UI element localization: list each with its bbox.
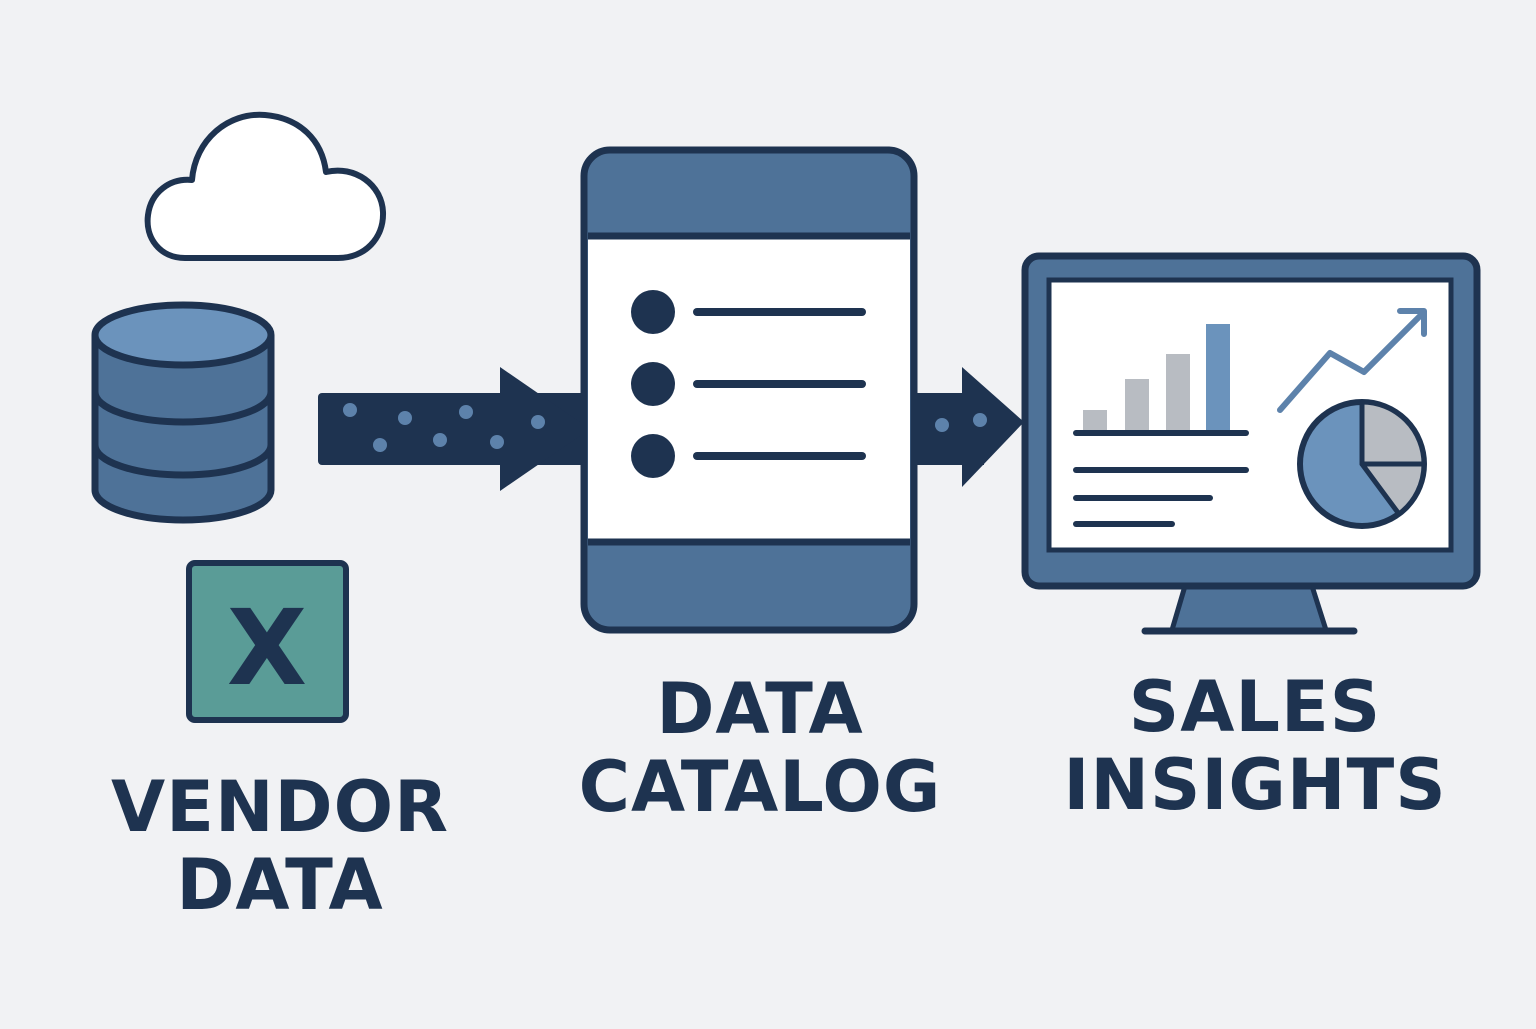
report-text-lines: [1073, 467, 1249, 527]
monitor-dashboard-icon: [1021, 252, 1481, 635]
catalog-entry: [631, 434, 866, 478]
vendor-label-line2: DATA: [176, 844, 384, 927]
vendor-data-label: VENDOR DATA: [60, 768, 500, 925]
catalog-entry: [631, 362, 866, 406]
data-particle-dots: [343, 403, 545, 452]
sales-insights-label: SALES INSIGHTS: [1030, 668, 1480, 825]
flow-arrow-catalog-to-insights: [914, 367, 1024, 487]
sales-label-line1: SALES: [1128, 666, 1382, 748]
excel-letter: X: [227, 587, 307, 709]
catalog-label-line2: CATALOG: [578, 746, 942, 829]
catalog-label-line1: DATA: [656, 668, 864, 750]
cloud-icon: [144, 111, 387, 261]
excel-icon: X: [186, 560, 349, 723]
catalog-entry: [631, 290, 866, 334]
database-icon: [91, 301, 275, 524]
pie-chart-graphic: [1297, 399, 1427, 529]
flow-arrow-vendor-to-catalog: [318, 367, 590, 491]
bar-chart-graphic: [1073, 324, 1249, 436]
trend-up-arrow-icon: [1277, 308, 1427, 413]
catalog-list-icon: [580, 146, 918, 634]
data-particle-dots: [935, 413, 987, 432]
data-catalog-label: DATA CATALOG: [530, 670, 990, 827]
sales-label-line2: INSIGHTS: [1063, 744, 1447, 827]
vendor-label-line1: VENDOR: [110, 766, 450, 848]
